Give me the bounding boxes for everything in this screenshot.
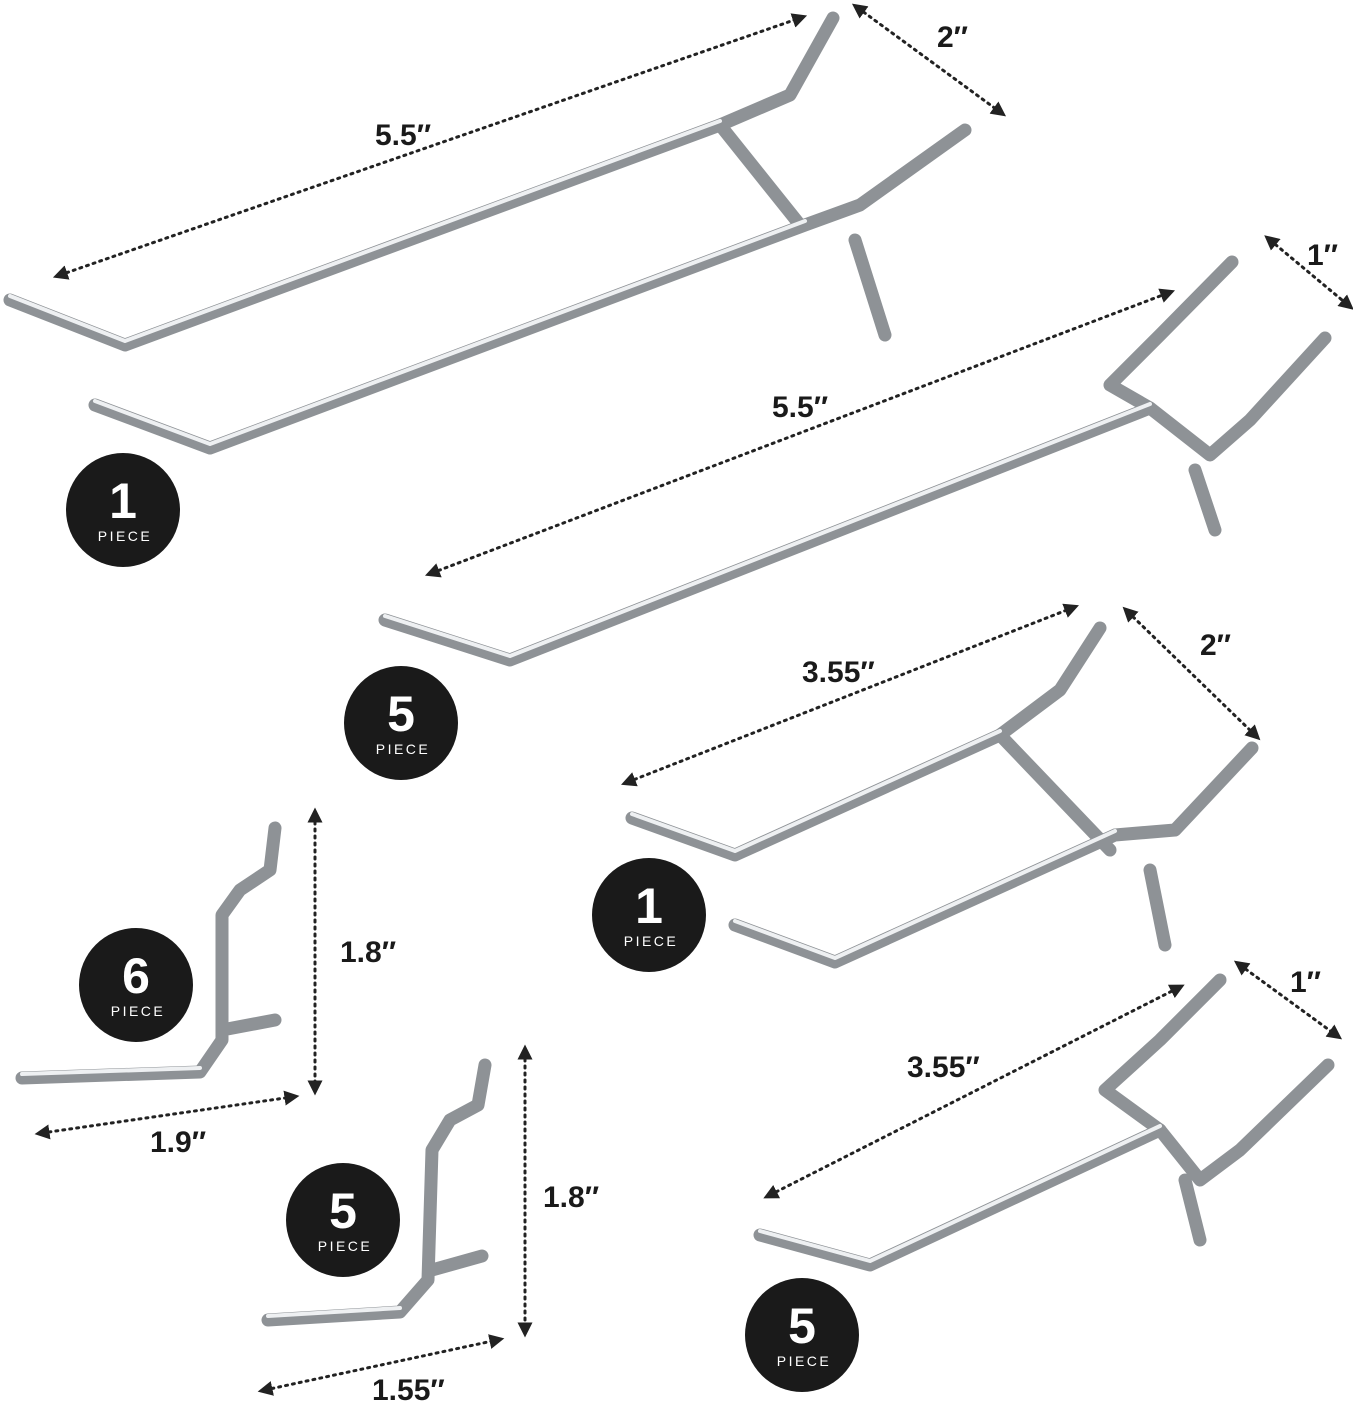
piece-badge: 1 PIECE [66,453,180,567]
svg-text:5: 5 [788,1298,816,1354]
svg-text:5: 5 [387,686,415,742]
piece-badge: 1 PIECE [592,858,706,972]
dimension-label: 1″ [1290,966,1321,999]
piece-badge: 5 PIECE [344,666,458,780]
single-hook-3-55-inch [753,973,1335,1272]
dimension-label: 3.55″ [802,656,875,689]
dimension-label: 1″ [1307,239,1338,272]
svg-text:PIECE: PIECE [376,741,431,757]
dimension-label: 1.55″ [372,1374,445,1406]
dimension-lines [34,3,1353,1396]
piece-badge: 5 PIECE [745,1278,859,1392]
dimension-label: 5.5″ [772,391,828,424]
dimension-label: 1.9″ [150,1126,206,1159]
svg-text:PIECE: PIECE [111,1003,166,1019]
svg-text:1: 1 [109,473,137,529]
dimension-label: 3.55″ [907,1051,980,1084]
piece-badge: 6 PIECE [79,928,193,1042]
double-hook-3-55-inch [625,621,1259,969]
svg-text:6: 6 [122,948,150,1004]
dimension-label: 1.8″ [543,1181,599,1214]
svg-text:1: 1 [635,878,663,934]
l-hook-1-9-inch [15,821,282,1085]
dimension-label: 1.8″ [340,936,396,969]
piece-badge: 5 PIECE [286,1163,400,1277]
dimension-label: 2″ [937,21,968,54]
single-hook-5-5-inch [378,255,1332,667]
svg-text:5: 5 [329,1183,357,1239]
svg-text:PIECE: PIECE [318,1238,373,1254]
l-hook-1-55-inch [261,1058,492,1327]
dimension-label: 5.5″ [375,119,431,152]
svg-text:PIECE: PIECE [624,933,679,949]
dimension-label: 2″ [1200,629,1231,662]
svg-text:PIECE: PIECE [777,1353,832,1369]
double-hook-5-5-inch [3,11,972,455]
svg-text:PIECE: PIECE [98,528,153,544]
